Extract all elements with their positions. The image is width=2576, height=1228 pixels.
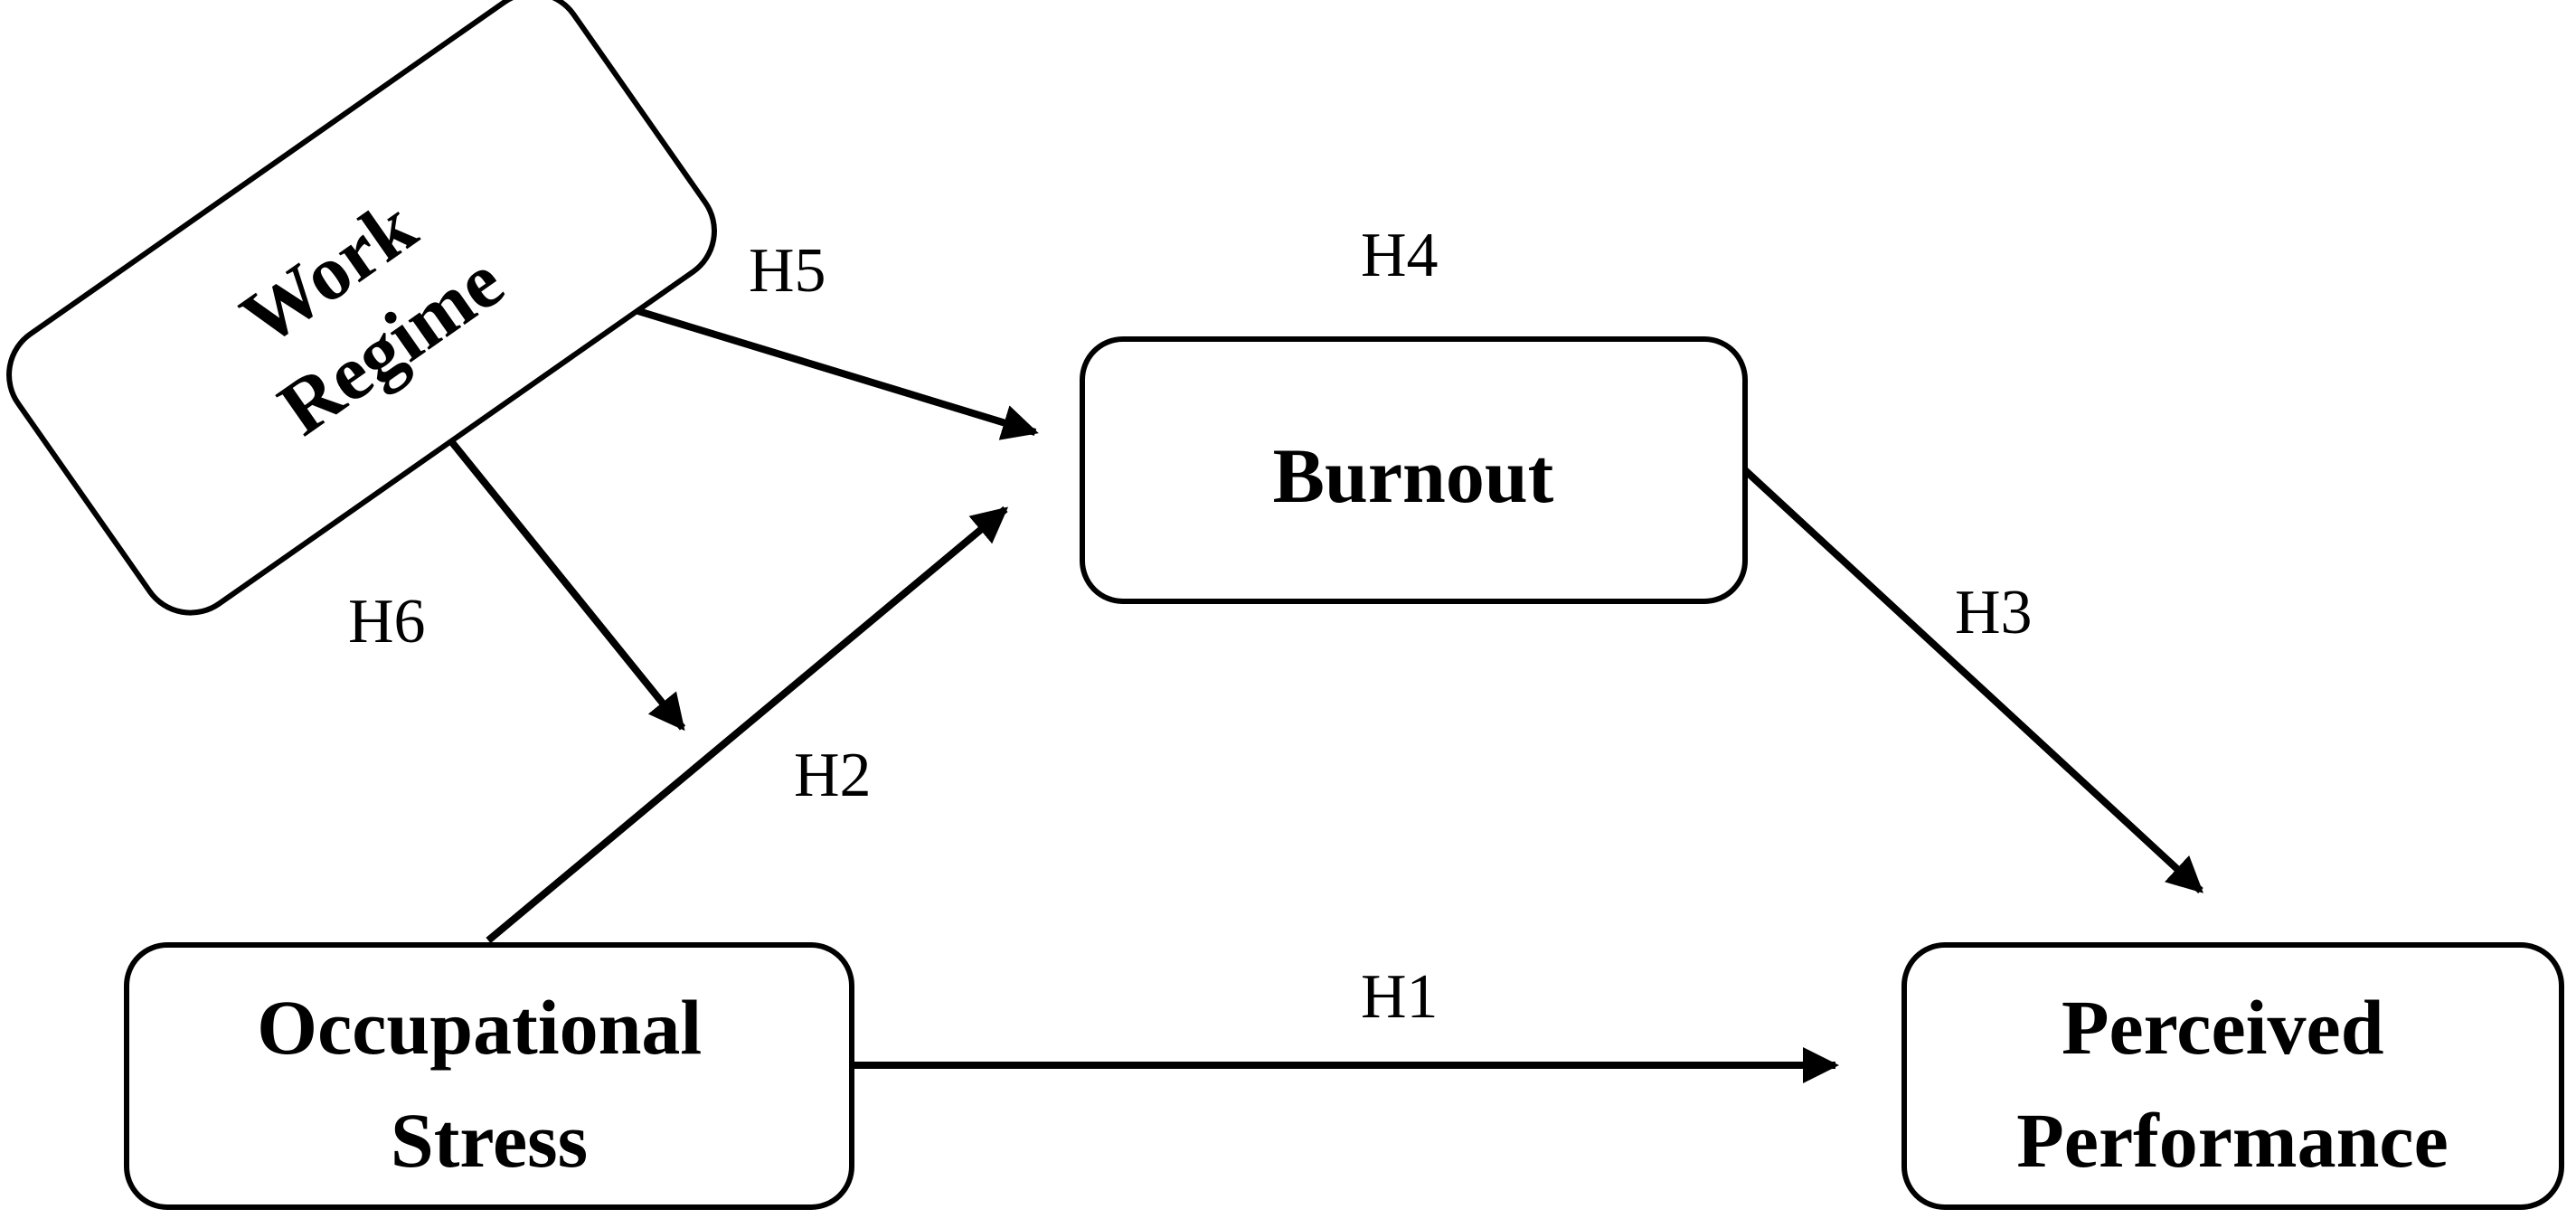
edge-label-h2: H2 [794, 741, 872, 810]
edges [429, 295, 2203, 1083]
svg-text:Perceived Performance: Perceived Performance [2016, 984, 2449, 1184]
node-perceived-performance-line-2: Performance [2016, 1097, 2449, 1184]
node-perceived-performance: Perceived Performance [1901, 942, 2564, 1210]
edge-label-h3: H3 [1955, 578, 2033, 647]
edge-label-h6: H6 [348, 587, 426, 657]
node-perceived-performance-line-1: Perceived [2062, 984, 2384, 1071]
svg-text:Burnout: Burnout [1273, 432, 1554, 519]
edge-label-h4: H4 [1361, 221, 1439, 290]
edge-h2-arrow [486, 505, 1009, 944]
edge-h6-arrow [429, 415, 686, 732]
node-occupational-stress-line-1: Occupational [257, 984, 702, 1071]
edge-labels: H5 H4 H6 H3 H2 H1 [348, 221, 2033, 1032]
node-burnout: Burnout [1080, 336, 1748, 604]
edge-h5-arrow [595, 295, 1039, 440]
node-occupational-stress: Occupational Stress [124, 942, 854, 1210]
edge-h3-arrow [1742, 468, 2203, 893]
edge-label-h1: H1 [1361, 962, 1439, 1032]
svg-text:Occupational Stress: Occupational Stress [257, 984, 722, 1184]
node-occupational-stress-line-2: Stress [391, 1097, 588, 1184]
node-work-regime: Work Regime [6, 0, 717, 616]
node-burnout-label: Burnout [1273, 432, 1554, 519]
edge-label-h5: H5 [749, 236, 826, 306]
